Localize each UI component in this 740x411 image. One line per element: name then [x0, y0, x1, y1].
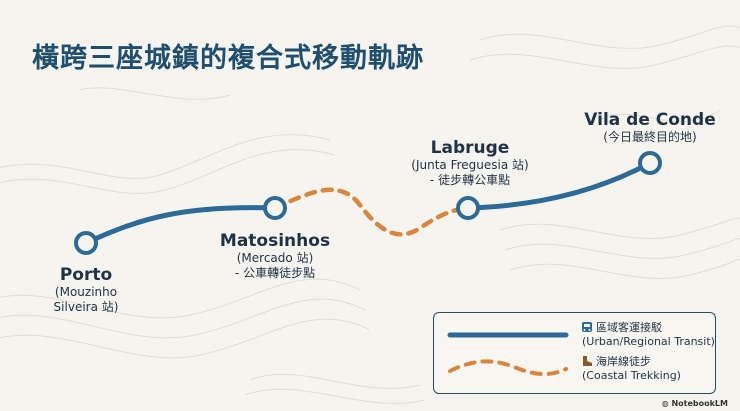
- stop-node-vila: [638, 151, 662, 175]
- stop-name: Porto: [59, 265, 113, 285]
- legend: 區域客運接駁 (Urban/Regional Transit) 海岸線徒步 (C…: [433, 312, 716, 394]
- stop-label-porto: Porto (Mouzinho Silveira 站): [54, 265, 119, 315]
- legend-trek-label: 海岸線徒步: [596, 355, 651, 368]
- stop-detail: (Mercado 站): [236, 251, 314, 265]
- legend-swatches: [447, 322, 592, 376]
- brand-label: NotebookLM: [671, 399, 728, 408]
- stop-label-vila: Vila de Conde (今日最終目的地): [584, 110, 715, 145]
- stop-node-matosinhos: [263, 196, 287, 220]
- legend-transit-label: 區域客運接駁: [596, 321, 662, 334]
- stop-detail: (今日最終目的地): [603, 130, 697, 144]
- brand-watermark: ◍ NotebookLM: [662, 399, 728, 408]
- notebooklm-icon: ◍: [661, 399, 672, 408]
- page-title: 橫跨三座城鎮的複合式移動軌跡: [32, 43, 424, 74]
- trek-segment-matosinhos-labruge: [272, 187, 471, 237]
- stop-detail: - 公車轉徒步點: [234, 266, 316, 280]
- stop-name: Labruge: [430, 138, 510, 158]
- stop-name: Matosinhos: [219, 231, 331, 251]
- legend-transit-sub: (Urban/Regional Transit): [582, 335, 715, 348]
- stop-detail: Silveira 站): [53, 300, 119, 314]
- stop-detail: - 徒步轉公車點: [429, 173, 511, 187]
- boot-icon: [583, 356, 592, 366]
- transit-segment-porto-matosinhos: [83, 205, 278, 246]
- legend-trek-sub: (Coastal Trekking): [582, 369, 681, 382]
- stop-detail: (Mouzinho: [54, 285, 118, 299]
- stop-node-labruge: [456, 196, 480, 220]
- stop-name: Vila de Conde: [584, 110, 716, 130]
- transit-segment-labruge-vila: [465, 160, 653, 211]
- bus-icon: [582, 322, 592, 332]
- stop-label-labruge: Labruge (Junta Freguesia 站) - 徒步轉公車點: [411, 138, 528, 188]
- stop-detail: (Junta Freguesia 站): [411, 158, 529, 172]
- legend-trek-swatch: [448, 359, 568, 376]
- stop-label-matosinhos: Matosinhos (Mercado 站) - 公車轉徒步點: [220, 231, 330, 281]
- stop-node-porto: [74, 231, 98, 255]
